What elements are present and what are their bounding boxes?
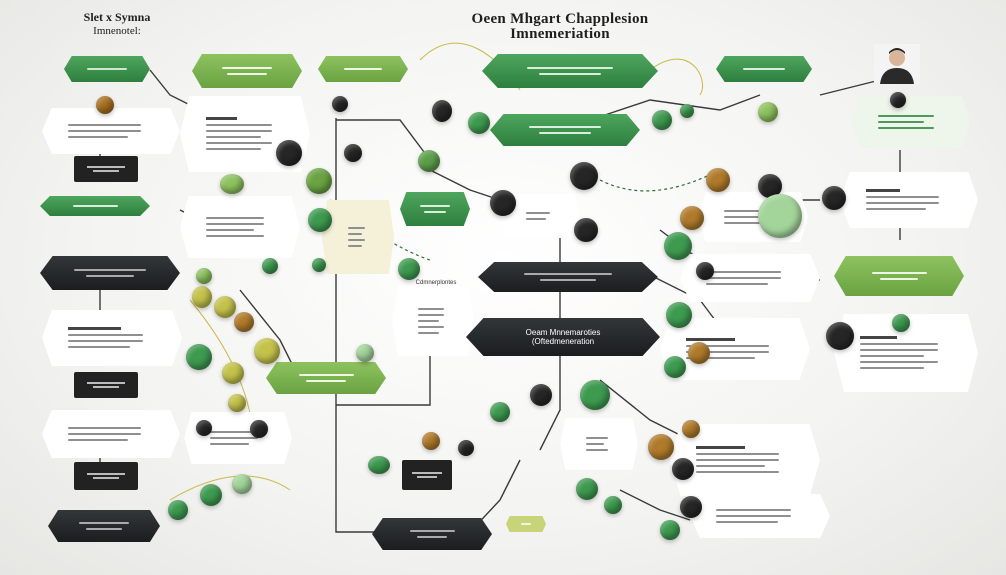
node-bronze xyxy=(682,420,700,438)
node-dark xyxy=(458,440,474,456)
node-dark xyxy=(570,162,598,190)
node-dark xyxy=(276,140,302,166)
node-green xyxy=(168,500,188,520)
mid-label: Cdmnerplontes xyxy=(415,280,457,286)
node-bronze xyxy=(96,96,114,114)
corner-title: Slet x Symna Imnenotel: xyxy=(62,10,172,38)
card-right-2 xyxy=(840,172,978,228)
node-green xyxy=(680,104,694,118)
node-dark xyxy=(490,190,516,216)
card-col2-1 xyxy=(180,96,310,172)
node-green xyxy=(652,110,672,130)
node-green xyxy=(306,168,332,194)
node-green xyxy=(356,344,374,362)
center-box-line-1: Oeam Mnnemaroties xyxy=(525,328,601,337)
node-dark xyxy=(822,186,846,210)
node-olive xyxy=(254,338,280,364)
node-green xyxy=(758,102,778,122)
node-green xyxy=(232,474,252,494)
node-green xyxy=(664,232,692,260)
hex-node-top-left xyxy=(64,56,150,82)
node-bronze xyxy=(234,312,254,332)
hex-node-bottom-left xyxy=(48,510,160,542)
diagram-title-line-2: Imnemeriation xyxy=(510,26,610,42)
node-green xyxy=(196,268,212,284)
hex-node-left-2 xyxy=(40,196,150,216)
badge-center xyxy=(402,460,452,490)
hex-tag-bottom xyxy=(506,516,546,532)
hex-node-top-center xyxy=(482,54,658,88)
card-col2-2 xyxy=(180,196,300,258)
node-green xyxy=(666,302,692,328)
card-right-5 xyxy=(690,494,830,538)
hex-node-col2-green xyxy=(266,362,386,394)
node-dark xyxy=(696,262,714,280)
node-green xyxy=(660,520,680,540)
node-green xyxy=(186,344,212,370)
node-dark xyxy=(672,458,694,480)
node-dark xyxy=(574,218,598,242)
person-avatar-icon xyxy=(874,44,920,84)
node-olive xyxy=(192,286,212,308)
hex-node-top-3 xyxy=(318,56,408,82)
node-green xyxy=(580,380,610,410)
badge-left-2 xyxy=(74,372,138,398)
node-green xyxy=(892,314,910,332)
card-left-1 xyxy=(42,108,180,154)
diagram-title-line-1: Oeen Mhgart Chapplesion xyxy=(471,11,649,27)
node-dark xyxy=(196,420,212,436)
node-dark xyxy=(344,144,362,162)
badge-left-3 xyxy=(74,462,138,490)
card-left-2 xyxy=(42,310,182,366)
node-green xyxy=(490,402,510,422)
card-center-list xyxy=(392,286,474,356)
diagram-title: Oeen Mhgart Chapplesion Imnemeriation xyxy=(440,12,680,42)
hex-node-bottom-center xyxy=(372,518,492,550)
node-green xyxy=(220,174,244,194)
node-bronze xyxy=(648,434,674,460)
node-dark xyxy=(432,100,452,122)
node-dark xyxy=(680,496,702,518)
node-green xyxy=(576,478,598,500)
node-bronze xyxy=(688,342,710,364)
node-bronze xyxy=(680,206,704,230)
node-bronze xyxy=(422,432,440,450)
hex-node-center-dark xyxy=(478,262,658,292)
badge-left-1 xyxy=(74,156,138,182)
node-green xyxy=(418,150,440,172)
node-green xyxy=(312,258,326,272)
node-dark xyxy=(250,420,268,438)
hex-node-top-2 xyxy=(192,54,302,88)
hex-node-right-green xyxy=(834,256,964,296)
node-dark xyxy=(826,322,854,350)
node-green xyxy=(604,496,622,514)
node-green xyxy=(368,456,390,474)
node-green xyxy=(468,112,490,134)
node-green xyxy=(262,258,278,274)
center-box: Oeam Mnnemaroties (Oftedmeneration xyxy=(466,318,660,356)
card-left-3 xyxy=(42,410,180,458)
node-green xyxy=(398,258,420,280)
node-olive xyxy=(214,296,236,318)
node-olive xyxy=(222,362,244,384)
center-box-line-2: (Oftedmeneration xyxy=(531,337,595,346)
node-dark xyxy=(332,96,348,112)
node-dark xyxy=(890,92,906,108)
node-olive xyxy=(228,394,246,412)
corner-title-line-2: Imnenotel: xyxy=(93,25,141,37)
card-center-bottom xyxy=(560,418,638,470)
card-center-left xyxy=(322,200,394,274)
node-green xyxy=(308,208,332,232)
node-dark xyxy=(530,384,552,406)
hex-node-top-right xyxy=(716,56,812,82)
hex-node-center-small xyxy=(400,192,470,226)
corner-title-line-1: Slet x Symna xyxy=(83,10,151,24)
node-green xyxy=(664,356,686,378)
node-green xyxy=(200,484,222,506)
hex-node-center-2 xyxy=(490,114,640,146)
card-right-1 xyxy=(852,96,970,148)
node-green xyxy=(758,194,802,238)
node-bronze xyxy=(706,168,730,192)
hex-node-left-dark xyxy=(40,256,180,290)
